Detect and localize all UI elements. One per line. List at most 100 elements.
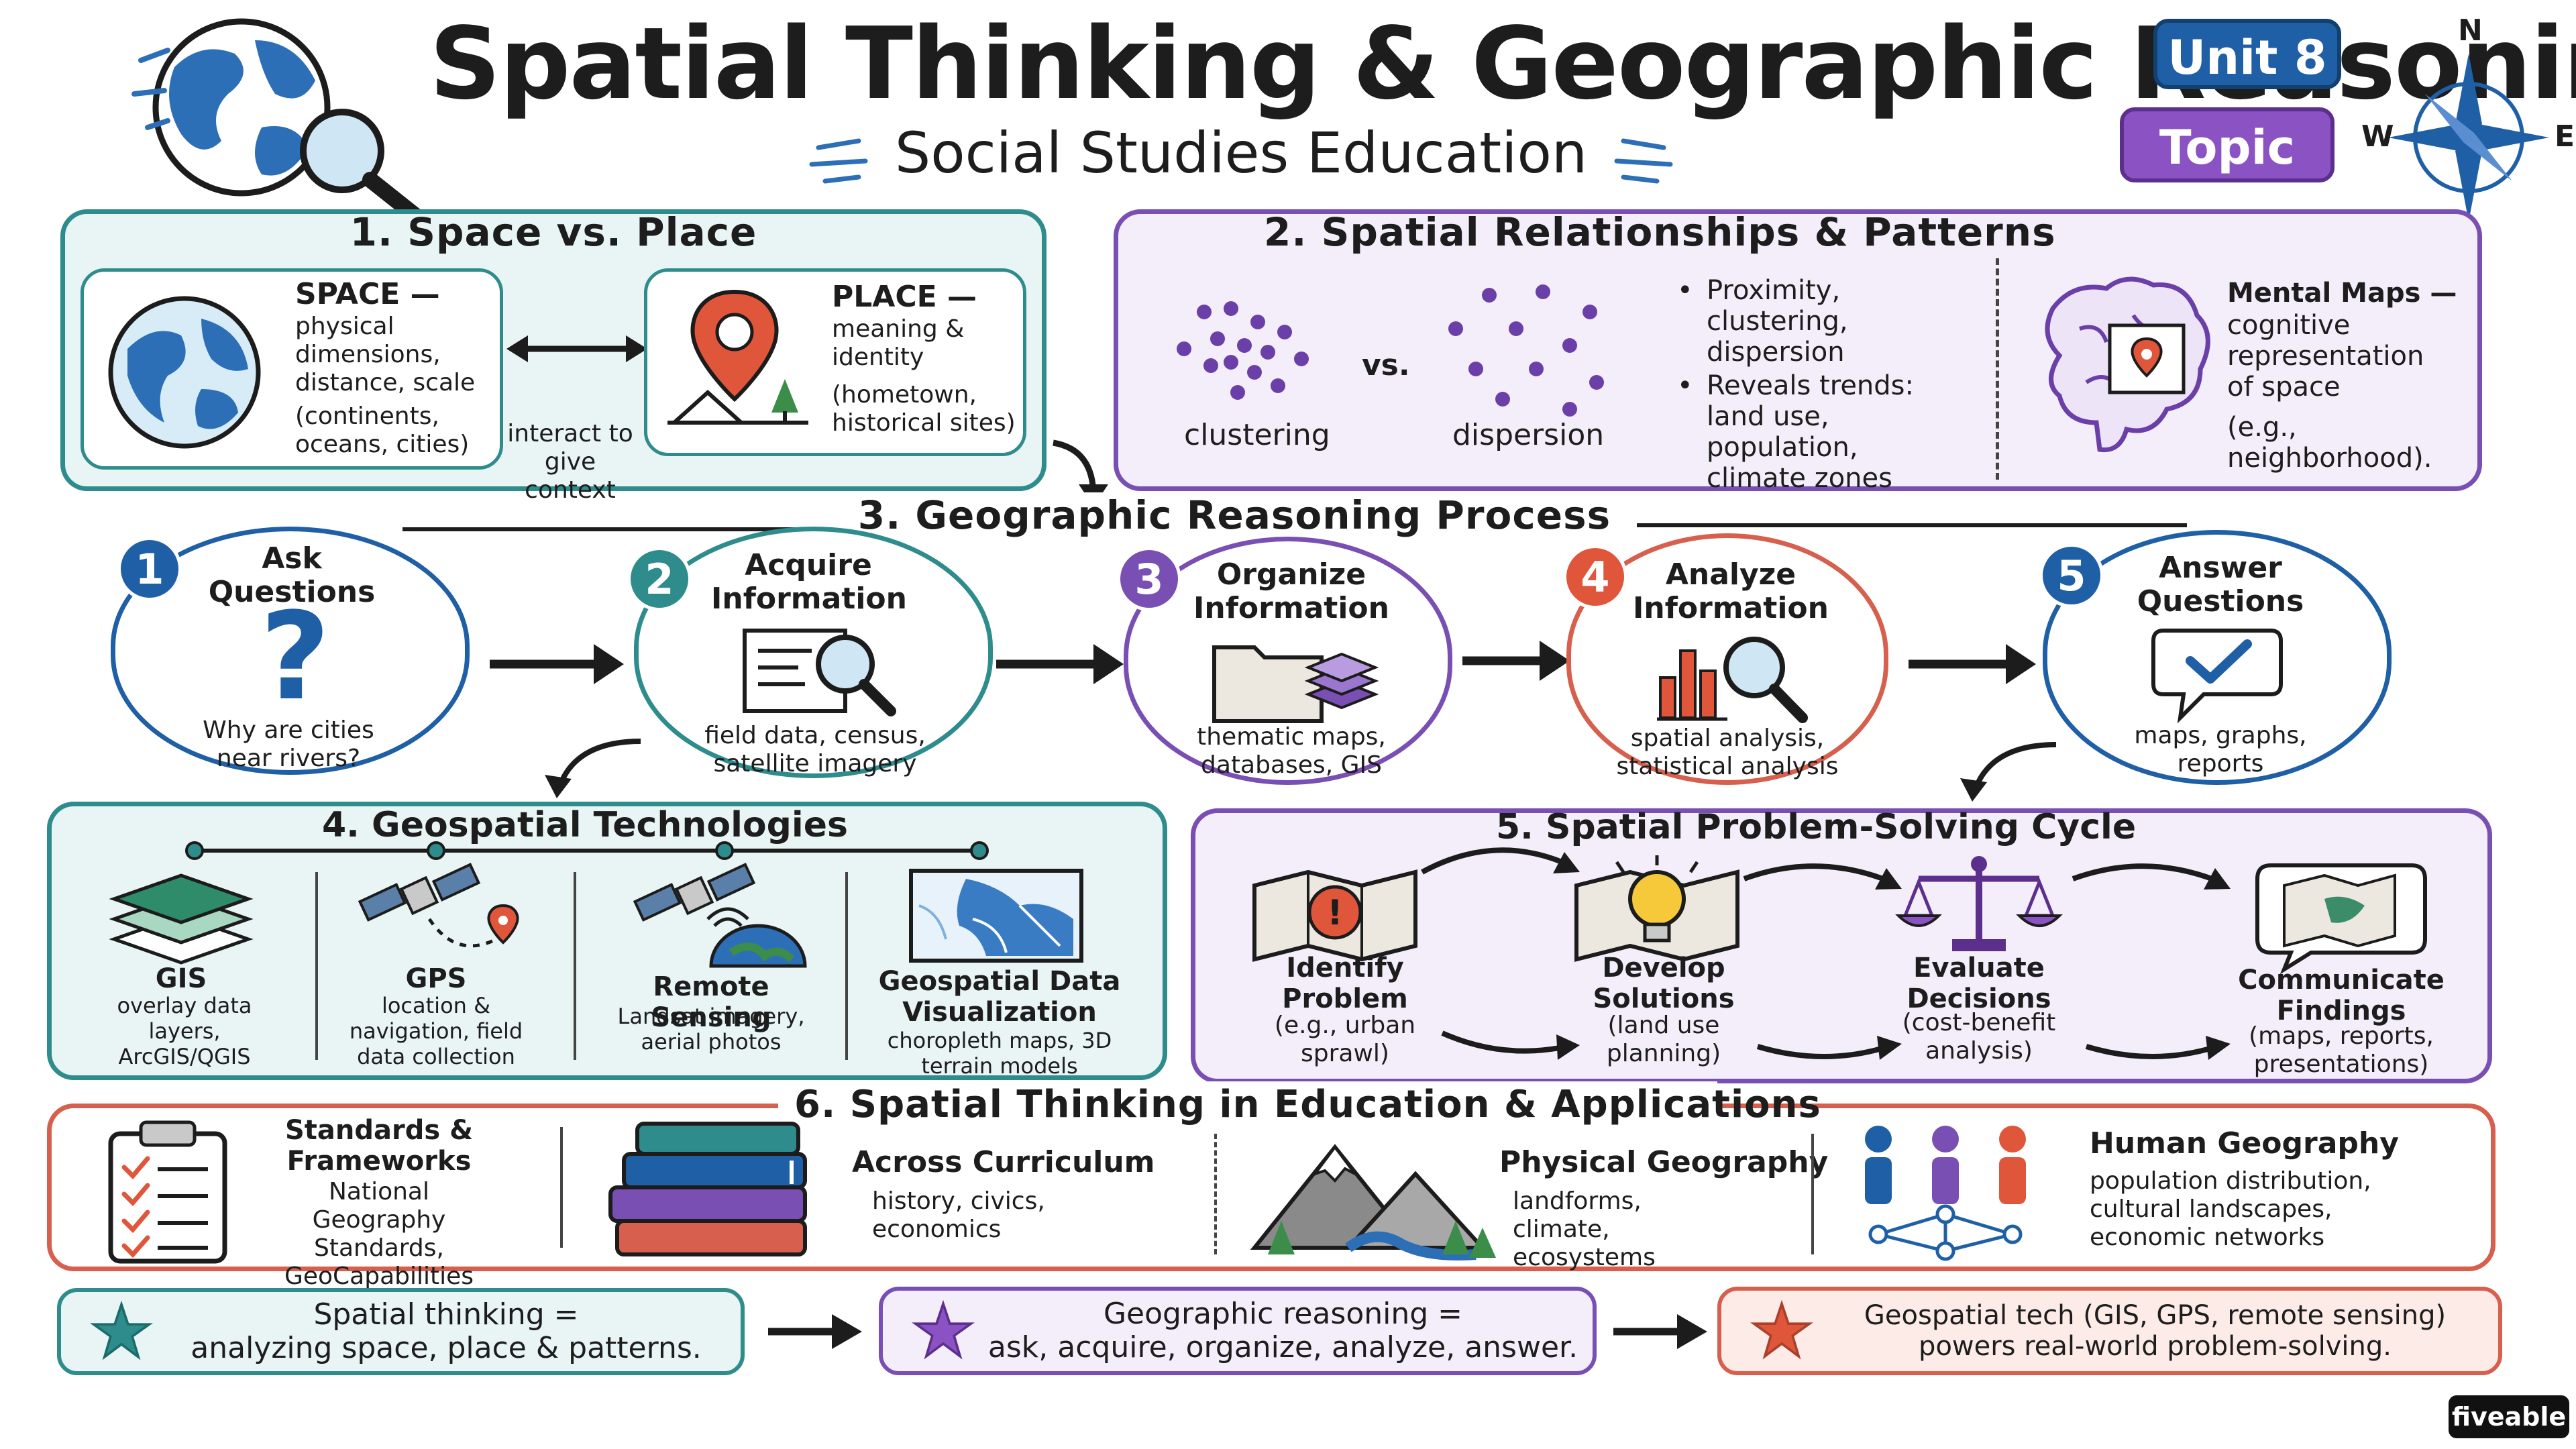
mountains-river-icon [1250, 1144, 1496, 1260]
identify-problem-desc: (e.g., urban sprawl) [1274, 1012, 1416, 1067]
section6-divider-3 [1811, 1134, 1814, 1254]
pattern-bullet-1: • Proximity, clustering, dispersion [1677, 275, 1959, 368]
section-spatial-relationships [1114, 209, 2482, 491]
gis-title: GIS [155, 963, 207, 994]
section3-title: 3. Geographic Reasoning Process [839, 492, 1630, 538]
mental-maps-title: Mental Maps — [2227, 278, 2457, 309]
dispersion-dots-icon [1448, 284, 1604, 417]
dispersion-label: dispersion [1452, 418, 1605, 452]
remote-sensing-satellite-icon [633, 863, 807, 968]
space-place-double-arrow [506, 335, 647, 362]
section3-rule-right [1637, 523, 2187, 527]
evaluate-decisions-desc: (cost-benefit analysis) [1902, 1009, 2056, 1065]
gps-satellite-icon [358, 863, 519, 948]
place-title: PLACE — [832, 280, 977, 314]
topic-badge: Topic 8.3 [2120, 107, 2334, 248]
human-geography-desc: population distribution, cultural landsc… [2090, 1167, 2371, 1251]
gis-layers-icon [109, 873, 254, 965]
section6-divider-2 [1214, 1134, 1217, 1254]
purple-star-icon [911, 1299, 975, 1360]
clustering-dots-icon [1177, 301, 1309, 400]
step-5-number: 5 [2039, 543, 2104, 608]
space-globe-icon [101, 288, 268, 459]
section6-title: 6. Spatial Thinking in Education & Appli… [778, 1081, 1821, 1128]
pattern-bullet-2-text: Reveals trends: land use, population, cl… [1707, 370, 1914, 494]
gps-title: GPS [405, 963, 467, 994]
svg-text:!: ! [1327, 893, 1343, 933]
step-2-title: Acquire Information [711, 548, 907, 616]
step-4-number: 4 [1563, 545, 1627, 609]
subtitle-dash-decoration [809, 138, 1673, 184]
people-network-icon [1865, 1126, 2026, 1261]
remote-sensing-title: Remote Sensing [651, 971, 771, 1033]
section6-divider-1 [560, 1127, 563, 1248]
step-2-desc: field data, census, satellite imagery [704, 722, 926, 777]
scales-icon [1895, 856, 2063, 951]
folder-layers-icon [1212, 645, 1379, 723]
section4-divider-2 [574, 872, 576, 1060]
section1-title: 1. Space vs. Place [350, 209, 757, 255]
clustering-label: clustering [1184, 418, 1330, 452]
solutions-to-evaluate-arrows [1743, 863, 1902, 1060]
section4-timeline [185, 841, 989, 860]
step-5-desc: maps, graphs, reports [2134, 722, 2307, 777]
coral-star-icon [1750, 1299, 1814, 1360]
geospatial-visualization-desc: choropleth maps, 3D terrain models [887, 1028, 1112, 1079]
place-examples: (hometown, historical sites) [832, 381, 1016, 437]
problem-to-solutions-arrows [1421, 847, 1580, 1060]
communicate-findings-desc: (maps, reports, presentations) [2249, 1022, 2434, 1078]
summary-3-line-1: Geospatial tech (GIS, GPS, remote sensin… [1864, 1300, 2447, 1331]
summary-geospatial-tech: Geospatial tech (GIS, GPS, remote sensin… [1717, 1287, 2502, 1375]
communicate-findings-title: Communicate Findings [2238, 965, 2445, 1026]
evaluate-decisions-title: Evaluate Decisions [1907, 953, 2051, 1014]
step-4-to-5-arrow [1909, 644, 2036, 684]
gis-desc: overlay data layers, ArcGIS/QGIS [117, 993, 252, 1069]
space-examples: (continents, oceans, cities) [295, 402, 470, 458]
remote-sensing-desc: Landsat imagery, aerial photos [617, 1004, 805, 1055]
mental-maps-example: (e.g., neighborhood). [2227, 412, 2432, 474]
space-place-connector-label: interact to give context [507, 420, 633, 504]
step-2-to-section4-arrow [545, 739, 641, 798]
bar-chart-magnifier-icon [1657, 637, 1808, 723]
question-mark-icon: ? [260, 587, 331, 727]
step-5-title: Answer Questions [2137, 551, 2304, 619]
step-1-desc: Why are cities near rivers? [203, 716, 374, 772]
summary-2-line-1: Geographic reasoning = [1103, 1297, 1463, 1331]
summary-geographic-reasoning: Geographic reasoning = ask, acquire, org… [879, 1287, 1597, 1375]
lightbulb-map-icon [1574, 855, 1739, 962]
clipboard-checklist-icon [108, 1120, 227, 1264]
place-desc: meaning & identity [832, 315, 965, 371]
teal-star-icon [89, 1300, 154, 1360]
map-speech-bubble-icon [2255, 863, 2427, 975]
section2-title: 2. Spatial Relationships & Patterns [1264, 209, 2056, 255]
identify-problem-title: Identify Problem [1282, 953, 1408, 1014]
fiveable-brand-badge: fiveable [2449, 1395, 2569, 1438]
standards-frameworks-desc: National Geography Standards, GeoCapabil… [284, 1178, 474, 1290]
step-5-to-section5-arrow [1960, 742, 2057, 802]
space-title: SPACE — [295, 277, 440, 311]
step-2-number: 2 [627, 547, 692, 611]
human-geography-title: Human Geography [2090, 1126, 2399, 1161]
physical-geography-desc: landforms, climate, ecosystems [1513, 1187, 1656, 1271]
summary-3-line-2: powers real-world problem-solving. [1919, 1331, 2392, 1362]
document-magnifier-icon [743, 629, 896, 716]
mental-maps-desc: cognitive representation of space [2227, 310, 2424, 402]
step-4-title: Analyze Information [1633, 557, 1829, 625]
section4-divider-1 [315, 872, 318, 1060]
section3-rule-left [402, 527, 832, 531]
compass-w-label: W [2361, 119, 2394, 154]
step-3-title: Organize Information [1193, 557, 1389, 625]
section2-divider [1996, 258, 1999, 480]
step-2-to-3-arrow [996, 644, 1124, 684]
step-3-desc: thematic maps, databases, GIS [1197, 723, 1386, 779]
unit-badge: Unit 8 [2153, 19, 2341, 89]
develop-solutions-desc: (land use planning) [1606, 1012, 1721, 1067]
step-3-number: 3 [1117, 547, 1181, 611]
summary-2-line-2: ask, acquire, organize, analyze, answer. [987, 1330, 1578, 1364]
section4-divider-3 [845, 872, 848, 1060]
problem-map-icon: ! [1252, 869, 1417, 962]
summary-1-line-2: analyzing space, place & patterns. [191, 1331, 702, 1365]
choropleth-map-icon [909, 869, 1083, 963]
across-curriculum-title: Across Curriculum [852, 1145, 1155, 1179]
summary-arrow-1 [768, 1314, 862, 1349]
